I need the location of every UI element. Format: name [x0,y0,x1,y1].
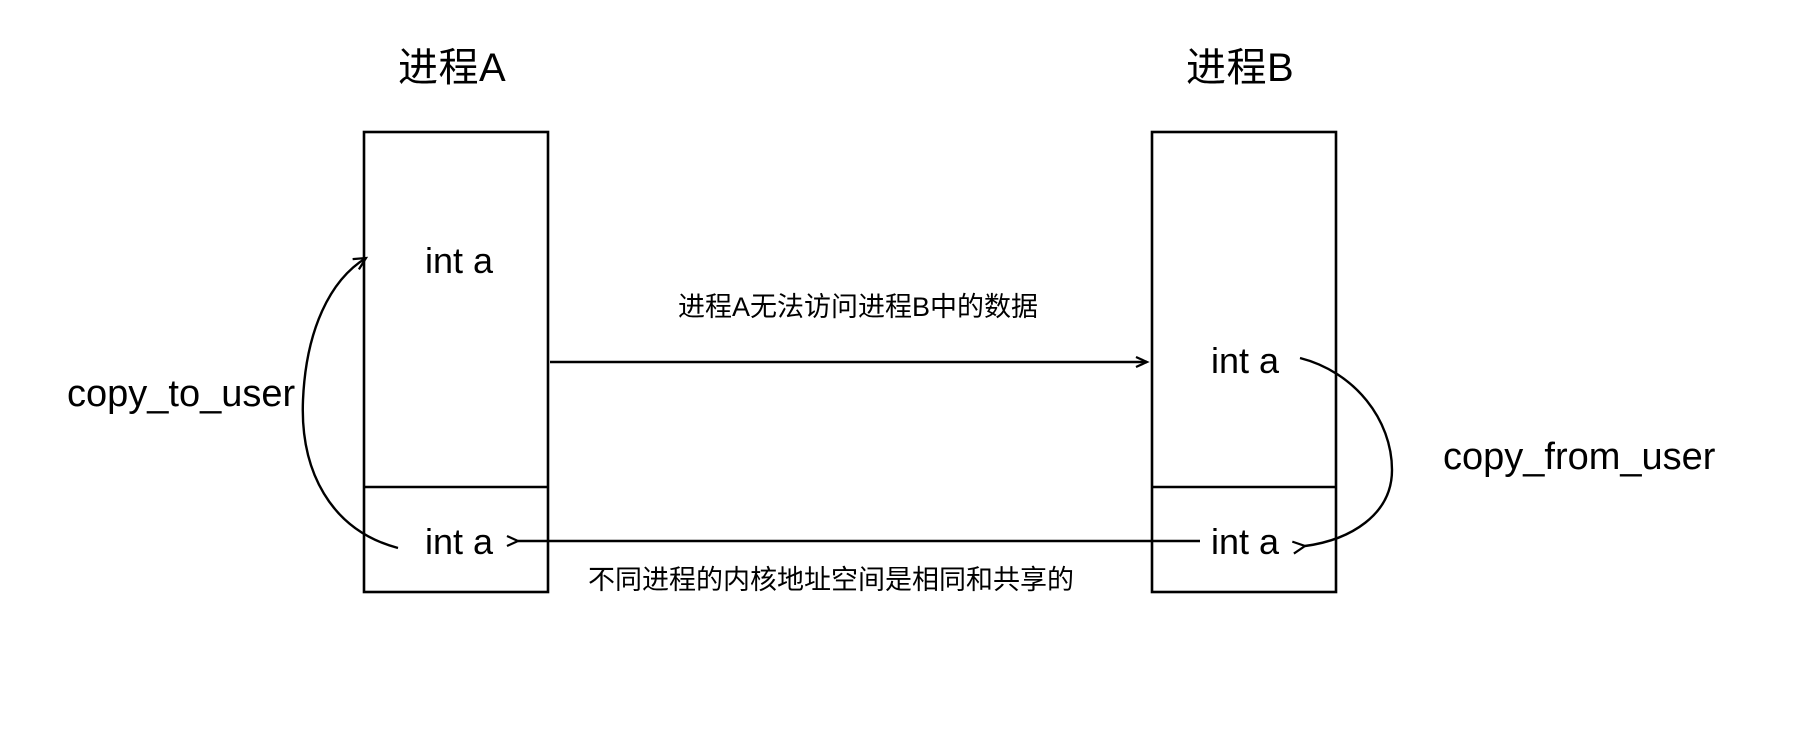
process-b-kernel-var: int a [1211,521,1280,562]
process-a-title: 进程A [398,46,507,90]
bottom-annotation: 不同进程的内核地址空间是相同和共享的 [588,565,1074,595]
copy-from-user-label: copy_from_user [1443,436,1716,478]
top-annotation: 进程A无法访问进程B中的数据 [678,292,1039,322]
process-b-title: 进程B [1186,46,1295,90]
copy-from-user-curve [1291,356,1394,555]
process-a-box [362,130,550,594]
process-a-user-var: int a [425,240,494,281]
process-a-kernel-var: int a [425,521,494,562]
copy-to-user-label: copy_to_user [67,373,296,415]
copy-to-user-curve [301,256,399,550]
process-b-user-var: int a [1211,340,1280,381]
process-b-box [1150,130,1338,594]
